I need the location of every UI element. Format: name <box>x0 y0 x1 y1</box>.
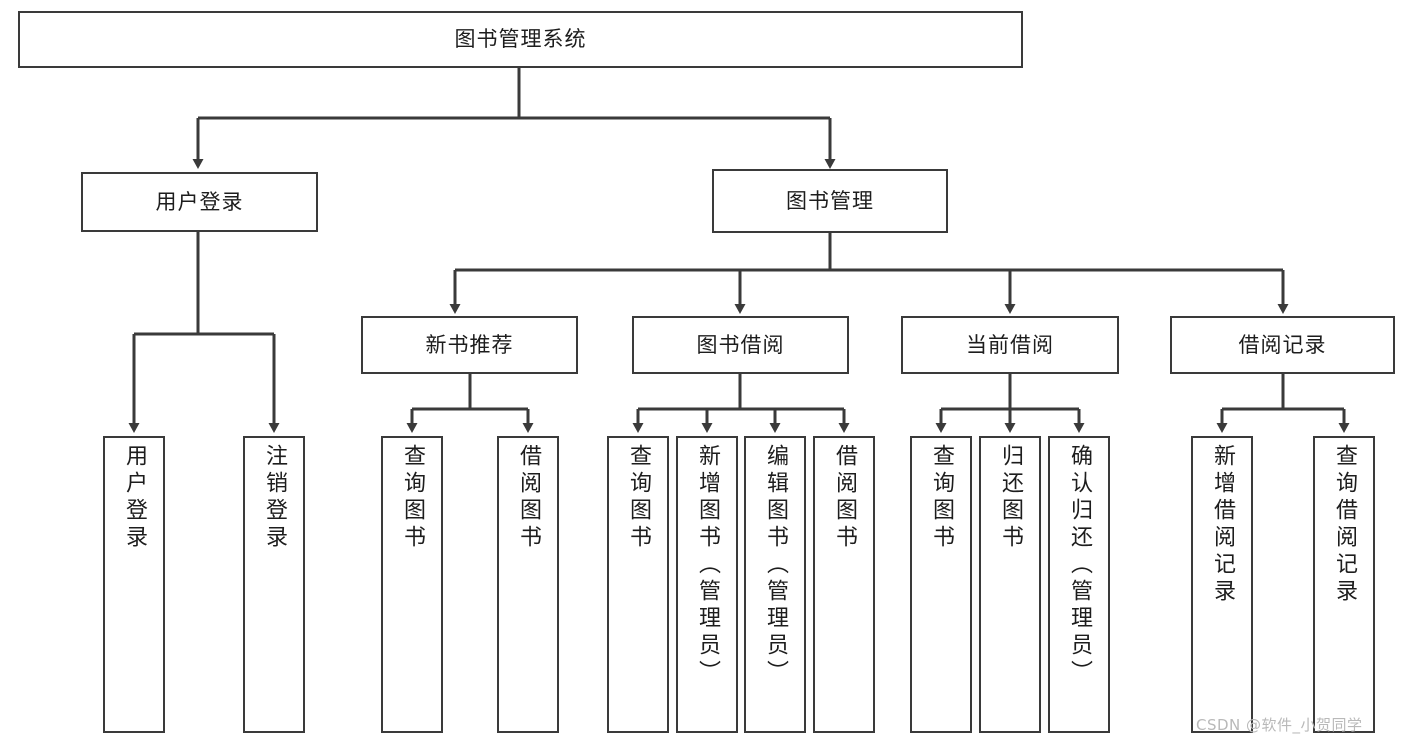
node-label: 新增图书（管理员） <box>695 444 720 687</box>
leaf-add-book-admin[interactable]: 新增图书（管理员） <box>676 436 738 733</box>
leaf-add-borrow-record[interactable]: 新增借阅记录 <box>1191 436 1253 733</box>
node-root-system[interactable]: 图书管理系统 <box>18 11 1023 68</box>
node-label: 借阅图书 <box>832 444 857 552</box>
node-label: 查询借阅记录 <box>1332 444 1357 606</box>
node-new-book-recommend[interactable]: 新书推荐 <box>361 316 578 374</box>
node-label: 用户登录 <box>122 444 147 552</box>
node-label: 归还图书 <box>998 444 1023 552</box>
node-label: 新书推荐 <box>425 332 514 357</box>
node-label: 查询图书 <box>929 444 954 552</box>
node-book-borrow[interactable]: 图书借阅 <box>632 316 849 374</box>
node-label: 当前借阅 <box>966 332 1054 357</box>
node-label: 图书管理系统 <box>454 27 587 52</box>
node-borrow-record[interactable]: 借阅记录 <box>1170 316 1395 374</box>
node-label: 编辑图书（管理员） <box>763 444 788 687</box>
node-book-management[interactable]: 图书管理 <box>712 169 948 233</box>
leaf-edit-book-admin[interactable]: 编辑图书（管理员） <box>744 436 806 733</box>
node-user-login[interactable]: 用户登录 <box>81 172 318 232</box>
leaf-logout[interactable]: 注销登录 <box>243 436 305 733</box>
leaf-return-book[interactable]: 归还图书 <box>979 436 1041 733</box>
node-label: 用户登录 <box>155 189 244 214</box>
node-current-borrow[interactable]: 当前借阅 <box>901 316 1119 374</box>
leaf-query-borrow-record[interactable]: 查询借阅记录 <box>1313 436 1375 733</box>
leaf-user-login[interactable]: 用户登录 <box>103 436 165 733</box>
node-label: 借阅记录 <box>1238 332 1327 357</box>
node-label: 图书借阅 <box>696 332 785 357</box>
leaf-query-book-current[interactable]: 查询图书 <box>910 436 972 733</box>
node-label: 图书管理 <box>786 188 874 213</box>
leaf-query-book-borrow[interactable]: 查询图书 <box>607 436 669 733</box>
leaf-borrow-book-recommend[interactable]: 借阅图书 <box>497 436 559 733</box>
leaf-query-book-recommend[interactable]: 查询图书 <box>381 436 443 733</box>
node-label: 确认归还（管理员） <box>1067 444 1092 687</box>
node-label: 注销登录 <box>262 444 287 552</box>
leaf-borrow-book[interactable]: 借阅图书 <box>813 436 875 733</box>
node-label: 查询图书 <box>400 444 425 552</box>
node-label: 借阅图书 <box>516 444 541 552</box>
node-label: 新增借阅记录 <box>1210 444 1235 606</box>
node-label: 查询图书 <box>626 444 651 552</box>
leaf-confirm-return-admin[interactable]: 确认归还（管理员） <box>1048 436 1110 733</box>
